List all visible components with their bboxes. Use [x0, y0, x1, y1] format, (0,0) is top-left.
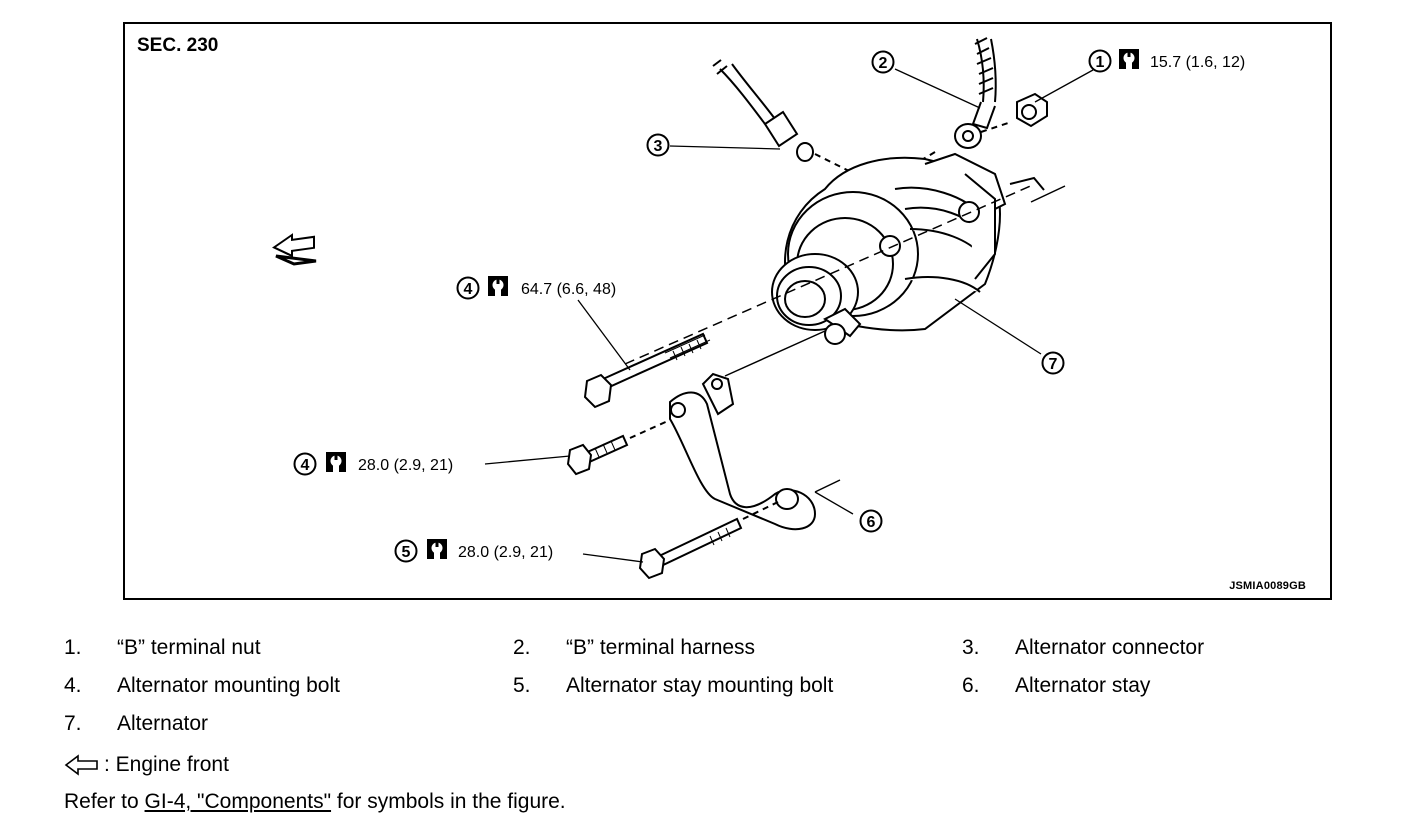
- b-terminal-harness: [914, 37, 1012, 165]
- alternator-stay-mounting-bolt: [638, 501, 779, 580]
- callout-2: 2: [871, 50, 895, 74]
- engine-front-note: : Engine front: [64, 753, 229, 777]
- svg-text:6: 6: [867, 514, 876, 531]
- callout-1: 1 15.7 (1.6, 12): [1088, 49, 1245, 73]
- figure-code: JSMIA0089GB: [1229, 580, 1306, 592]
- legend-label: “B” terminal nut: [117, 636, 261, 659]
- b-terminal-nut: [1016, 92, 1048, 128]
- section-label: SEC. 230: [137, 35, 219, 56]
- callout-5: 5 28.0 (2.9, 21): [394, 539, 553, 563]
- svg-text:7: 7: [1049, 356, 1058, 373]
- callout-3: 3: [646, 133, 670, 157]
- legend-number: 5.: [513, 674, 531, 697]
- mounting-axis: [624, 183, 1036, 365]
- svg-text:1: 1: [1096, 54, 1105, 71]
- legend-number: 7.: [64, 712, 82, 735]
- legend-label: Alternator stay: [1015, 674, 1151, 697]
- svg-text:5: 5: [402, 544, 411, 561]
- callout-4-long-bolt: 4 64.7 (6.6, 48): [456, 276, 616, 300]
- engine-front-arrow-icon: [272, 233, 317, 266]
- svg-text:2: 2: [879, 55, 888, 72]
- alternator-body: [771, 152, 1045, 345]
- components-link[interactable]: GI-4, "Components": [144, 790, 332, 813]
- alternator-connector-wire: [712, 59, 856, 175]
- engine-front-arrow-icon: [64, 754, 98, 776]
- svg-text:15.7 (1.6, 12): 15.7 (1.6, 12): [1150, 54, 1245, 71]
- legend-label: “B” terminal harness: [566, 636, 756, 659]
- legend-number: 4.: [64, 674, 82, 697]
- refer-suffix: for symbols in the figure.: [331, 790, 566, 813]
- legend-number: 3.: [962, 636, 980, 659]
- legend-number: 1.: [64, 636, 82, 659]
- callout-7: 7: [1041, 351, 1065, 375]
- engine-front-label: : Engine front: [104, 753, 229, 776]
- svg-text:28.0 (2.9, 21): 28.0 (2.9, 21): [358, 457, 453, 474]
- torque-wrench-icon: [1119, 49, 1139, 69]
- svg-text:4: 4: [464, 281, 473, 298]
- svg-text:28.0 (2.9, 21): 28.0 (2.9, 21): [458, 544, 553, 561]
- legend-label: Alternator stay mounting bolt: [566, 674, 834, 697]
- svg-text:64.7 (6.6, 48): 64.7 (6.6, 48): [521, 281, 616, 298]
- torque-wrench-icon: [326, 452, 346, 472]
- alternator-diagram: 1 15.7 (1.6, 12) 2 3 4 64.7 (6.6, 48) 4 …: [272, 37, 1245, 580]
- svg-text:3: 3: [654, 138, 663, 155]
- alternator-stay: [669, 330, 841, 531]
- callout-6: 6: [859, 509, 883, 533]
- figure-frame: 1 15.7 (1.6, 12) 2 3 4 64.7 (6.6, 48) 4 …: [123, 22, 1332, 600]
- svg-text:4: 4: [301, 457, 310, 474]
- alternator-mounting-bolt-long: [583, 332, 711, 409]
- torque-wrench-icon: [427, 539, 447, 559]
- legend-label: Alternator: [117, 712, 209, 735]
- alternator-mounting-bolt-short: [566, 419, 671, 476]
- legend-label: Alternator connector: [1015, 636, 1205, 659]
- legend-label: Alternator mounting bolt: [117, 674, 340, 697]
- legend-number: 2.: [513, 636, 531, 659]
- refer-prefix: Refer to: [64, 790, 145, 813]
- refer-note: Refer to GI-4, "Components" for symbols …: [64, 790, 566, 814]
- callout-4-short-bolt: 4 28.0 (2.9, 21): [293, 452, 453, 476]
- leader-lines: [484, 68, 1094, 563]
- legend-number: 6.: [962, 674, 980, 697]
- torque-wrench-icon: [488, 276, 508, 296]
